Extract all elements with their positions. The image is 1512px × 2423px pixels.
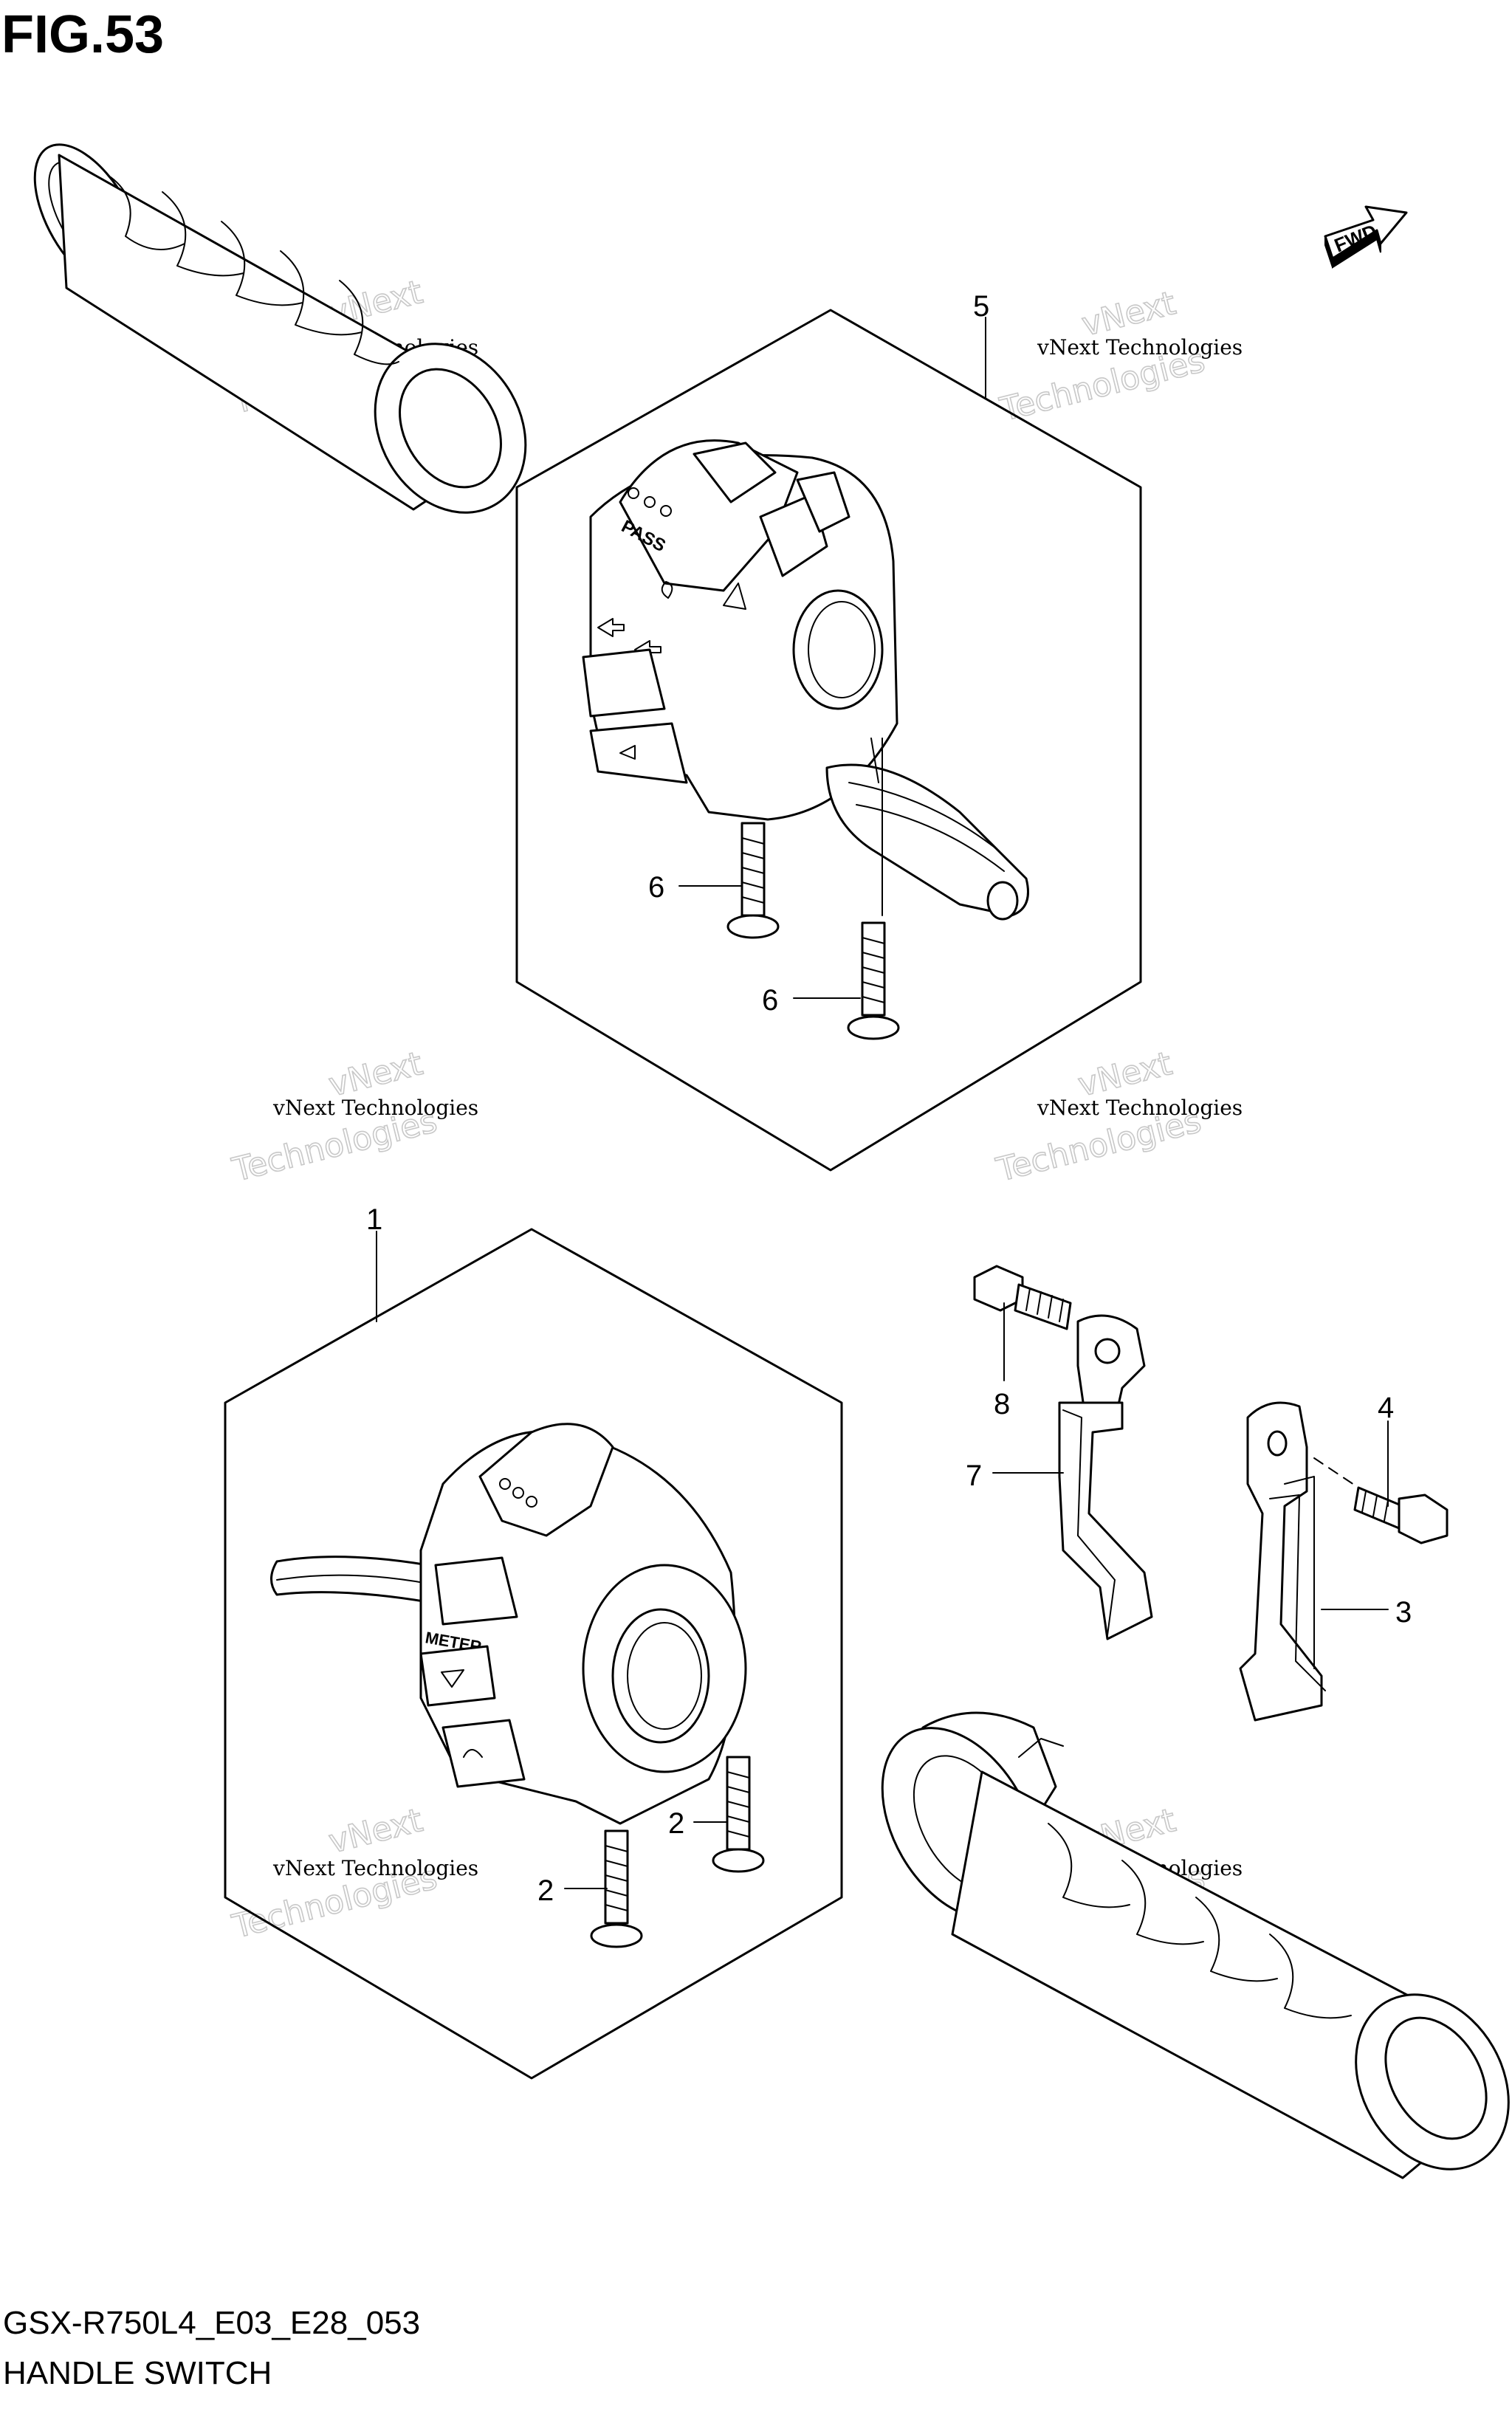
callout-5: 5	[973, 290, 989, 323]
figure-title: FIG.53	[1, 5, 165, 64]
svg-text:vNext Technologies: vNext Technologies	[272, 1096, 478, 1120]
catalog-code: GSX-R750L4_E03_E28_053	[3, 2305, 421, 2341]
assembly-outline-1	[224, 1228, 843, 2080]
clamp-7-and-bolt-8	[973, 1265, 1153, 1640]
watermark-bottom-left: Technologies vNext vNext Technologies	[228, 1801, 479, 1946]
watermark-top-right: Technologies vNext vNext Technologies	[996, 283, 1243, 429]
right-handle-switch: PASS	[582, 439, 1029, 1040]
callout-2-lower: 2	[537, 1874, 554, 1907]
leader-lines	[376, 317, 1389, 1889]
callout-2-upper: 2	[668, 1807, 684, 1840]
callout-3: 3	[1395, 1596, 1412, 1629]
right-handlebar-grip	[881, 1711, 1510, 2179]
fwd-arrow-icon: FWD	[1324, 205, 1408, 269]
svg-text:vNext Technologies: vNext Technologies	[1037, 1096, 1243, 1120]
callout-6-upper: 6	[648, 871, 664, 904]
watermark-mid-right: Technologies vNext vNext Technologies	[992, 1044, 1243, 1189]
callout-6-lower: 6	[762, 984, 778, 1017]
assembly-outline-5	[515, 309, 1142, 1172]
callout-1: 1	[366, 1203, 382, 1236]
section-name: HANDLE SWITCH	[3, 2355, 272, 2391]
left-handlebar-grip	[33, 143, 527, 514]
svg-text:vNext Technologies: vNext Technologies	[272, 1856, 478, 1880]
clamp-3-and-bolt-4	[1239, 1401, 1449, 1722]
callout-4: 4	[1378, 1392, 1394, 1424]
left-handle-switch: METER	[270, 1423, 765, 1948]
svg-text:vNext Technologies: vNext Technologies	[1037, 335, 1243, 360]
callout-7: 7	[966, 1460, 982, 1492]
svg-text:vNext: vNext	[325, 1801, 426, 1861]
watermark-mid-left: Technologies vNext vNext Technologies	[228, 1044, 479, 1189]
callout-8: 8	[994, 1388, 1010, 1420]
